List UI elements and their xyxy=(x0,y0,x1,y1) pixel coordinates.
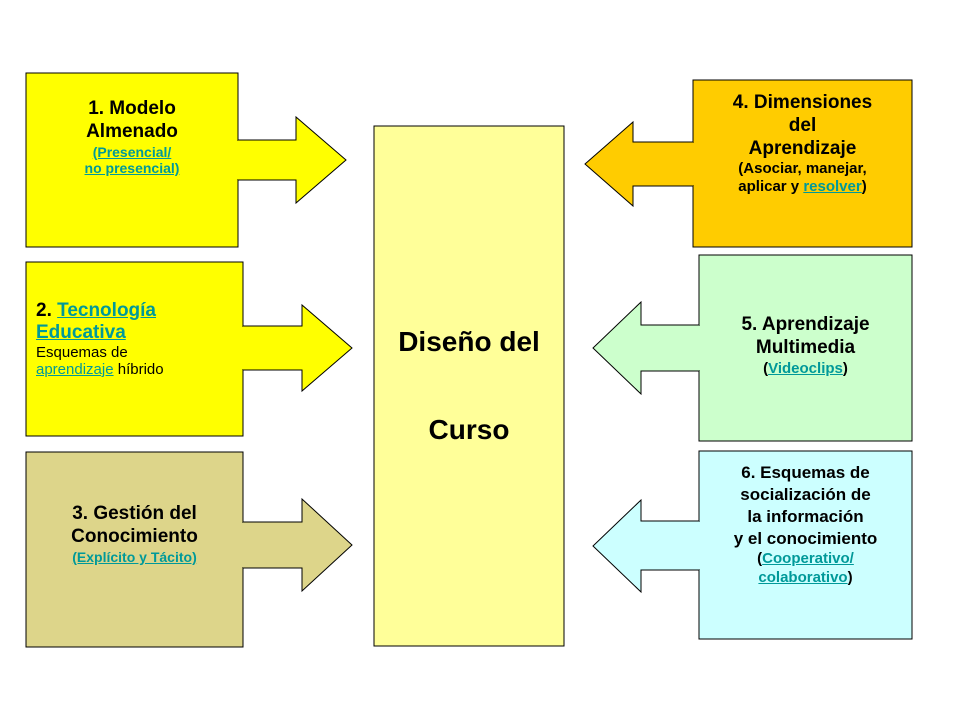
box-1-arrowhead xyxy=(238,115,347,205)
box-4-link-1[interactable]: resolver xyxy=(803,178,862,196)
box-6-title-4: y el conocimiento xyxy=(733,529,878,549)
box-4-sub-3: ) xyxy=(861,178,867,196)
box-2-link-3[interactable]: aprendizaje xyxy=(36,360,114,378)
box-2-arrowhead xyxy=(243,303,353,393)
box-3-link-1[interactable]: (Explícito y Tácito) xyxy=(72,548,197,565)
box-5-text: 5. Aprendizaje Multimedia (Videoclips) xyxy=(699,314,912,378)
box-6-arrow xyxy=(698,450,913,640)
box-5-arrow xyxy=(698,254,913,442)
box-4-title-3: Aprendizaje xyxy=(748,137,857,159)
box-6-title-1: 6. Esquemas de xyxy=(741,463,870,482)
box-2-prefix: 2. xyxy=(36,300,58,321)
box-6-text: 6. Esquemas de socialización de la infor… xyxy=(699,462,912,588)
box-2-text-1: Esquemas de xyxy=(36,343,128,361)
box-3-title-2: Conocimiento xyxy=(71,525,198,547)
box-5-paren-close: ) xyxy=(842,359,848,377)
box-4-arrow xyxy=(692,79,913,248)
box-5-link-1[interactable]: Videoclips xyxy=(768,359,843,377)
box-4-sub-2: aplicar y xyxy=(738,178,804,196)
box-6-paren-close: ) xyxy=(847,569,853,587)
box-2-arrow xyxy=(25,261,244,437)
box-2-link-1[interactable]: Tecnología xyxy=(57,300,157,321)
box-6-link-2[interactable]: colaborativo xyxy=(758,569,848,587)
center-title: Diseño del Curso xyxy=(374,126,564,646)
box-2-link-2[interactable]: Educativa xyxy=(36,321,126,343)
box-6-arrowhead xyxy=(592,498,699,594)
box-3-arrowhead xyxy=(243,497,353,593)
box-3-arrow xyxy=(25,451,244,648)
box-6-title-2: socialización de xyxy=(740,485,871,505)
box-1-link-1[interactable]: (Presencial/ xyxy=(92,143,172,160)
center-title-line-1: Diseño del xyxy=(398,326,540,357)
box-6-paren-open: ( xyxy=(757,550,763,568)
center-box xyxy=(373,125,565,647)
box-6-title-3: la información xyxy=(747,507,864,527)
box-2-text-2: híbrido xyxy=(113,360,164,378)
box-5-title-2: Multimedia xyxy=(755,336,856,358)
box-1-arrow xyxy=(25,72,239,248)
box-4-title-2: del xyxy=(788,114,817,136)
box-1-text: 1. Modelo Almenado (Presencial/ no prese… xyxy=(26,98,238,177)
box-4-text: 4. Dimensiones del Aprendizaje (Asociar,… xyxy=(693,92,912,196)
box-1-title-2: Almenado xyxy=(86,120,178,142)
box-4-sub-1: (Asociar, manejar, xyxy=(738,160,867,178)
box-3-title-1: 3. Gestión del xyxy=(72,503,197,524)
box-5-paren-open: ( xyxy=(763,359,769,377)
box-4-arrowhead xyxy=(584,120,693,208)
box-1-link-2[interactable]: no presencial) xyxy=(84,160,180,177)
box-2-text: 2. Tecnología Educativa Esquemas de apre… xyxy=(36,300,241,378)
box-6-link-1[interactable]: Cooperativo/ xyxy=(762,550,854,568)
box-5-title-1: 5. Aprendizaje xyxy=(741,314,870,335)
box-4-title-1: 4. Dimensiones xyxy=(732,92,873,113)
center-title-line-2: Curso xyxy=(428,414,510,445)
box-3-text: 3. Gestión del Conocimiento (Explícito y… xyxy=(26,503,243,565)
box-5-arrowhead xyxy=(592,300,699,396)
box-1-title-1: 1. Modelo xyxy=(88,98,176,119)
